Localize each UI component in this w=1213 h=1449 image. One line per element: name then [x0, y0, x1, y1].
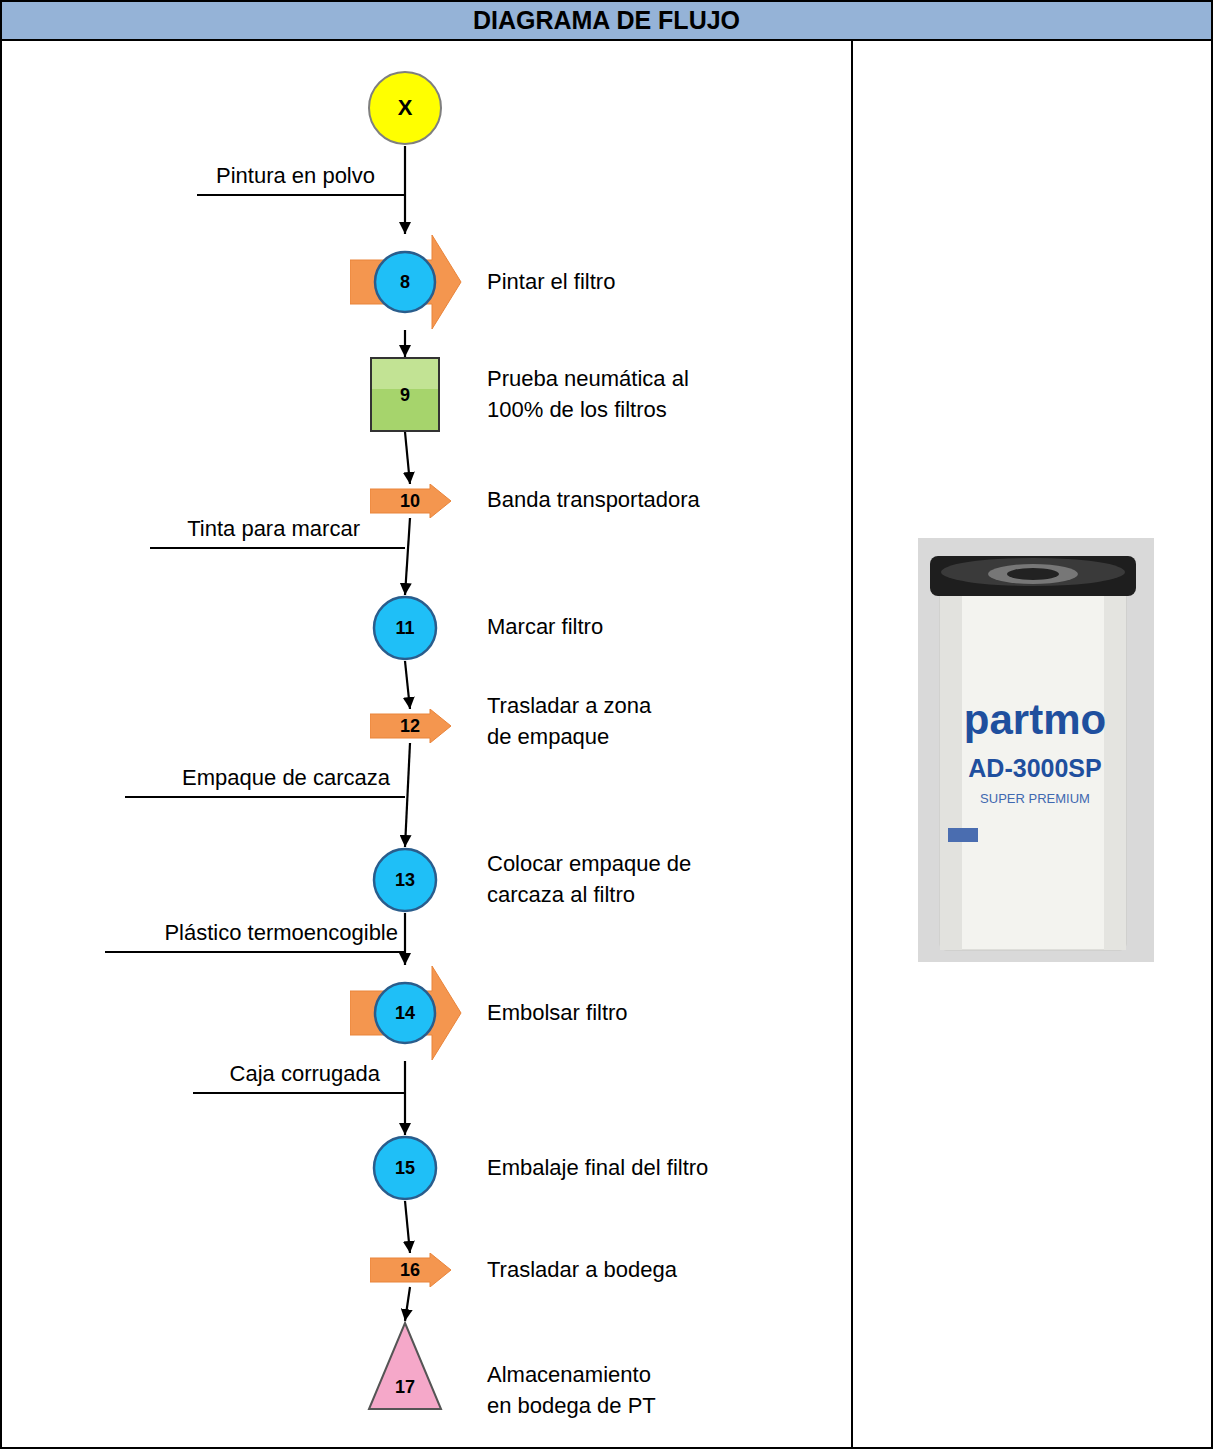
step-number: 15	[395, 1159, 415, 1177]
flow-arrow	[404, 146, 406, 234]
flow-arrow	[404, 913, 406, 965]
storage-triangle: 17	[367, 1321, 443, 1411]
product-text: AD-3000SP	[968, 756, 1101, 781]
material-input: Caja corrugada	[230, 1059, 380, 1090]
transport-arrow: 16	[370, 1253, 452, 1287]
step-description: Embalaje final del filtro	[487, 1153, 817, 1184]
operation-circle: 15	[372, 1135, 438, 1201]
node-shape	[367, 1321, 443, 1411]
flow-arrow	[404, 1061, 406, 1135]
title-bar	[0, 0, 1213, 40]
flow-arrow	[405, 743, 410, 847]
step-description: Trasladar a zona de empaque	[487, 691, 669, 753]
operation-circle: 11	[372, 595, 438, 661]
flow-arrow	[404, 330, 406, 357]
flow-arrow	[405, 1287, 410, 1321]
step-number: 13	[395, 871, 415, 889]
step-description: Embolsar filtro	[487, 998, 787, 1029]
step-number: 12	[400, 717, 420, 735]
flow-arrow	[405, 1201, 410, 1253]
diagram-title: DIAGRAMA DE FLUJO	[0, 0, 1213, 40]
off-page-connector: X	[367, 70, 443, 146]
material-input: Tinta para marcar	[187, 514, 360, 545]
material-input: Pintura en polvo	[216, 161, 375, 192]
inspection-box: 9	[370, 357, 440, 432]
material-input: Plástico termoencogible	[164, 918, 398, 949]
step-number: 10	[400, 492, 420, 510]
step-description: Marcar filtro	[487, 612, 787, 643]
material-input-lines	[105, 195, 405, 1093]
step-description: Colocar empaque de carcaza al filtro	[487, 849, 737, 911]
operation-circle: 13	[372, 847, 438, 913]
product-text: partmo	[964, 699, 1106, 741]
step-number: 17	[395, 1378, 415, 1396]
connector-letter: X	[398, 97, 413, 119]
step-number: 11	[395, 619, 414, 637]
filter-photo	[918, 538, 1154, 962]
product-text: SUPER PREMIUM	[980, 792, 1090, 805]
transport-arrow: 12	[370, 709, 452, 743]
material-input: Empaque de carcaza	[182, 763, 390, 794]
operation-transport: 14	[350, 965, 462, 1061]
operation-transport: 8	[350, 234, 462, 330]
step-description: Banda transportadora	[487, 485, 817, 516]
flow-arrow	[405, 432, 410, 484]
step-description: Prueba neumática al 100% de los filtros	[487, 364, 717, 426]
step-number: 9	[400, 386, 410, 404]
flow-arrow	[405, 518, 410, 595]
flow-arrow	[405, 661, 410, 709]
step-description: Pintar el filtro	[487, 267, 787, 298]
step-number: 16	[400, 1261, 420, 1279]
step-description: Trasladar a bodega	[487, 1255, 817, 1286]
transport-arrow: 10	[370, 484, 452, 518]
step-number: 14	[395, 1004, 415, 1022]
step-number: 8	[400, 273, 410, 291]
step-description: Almacenamiento en bodega de PT	[487, 1360, 659, 1422]
